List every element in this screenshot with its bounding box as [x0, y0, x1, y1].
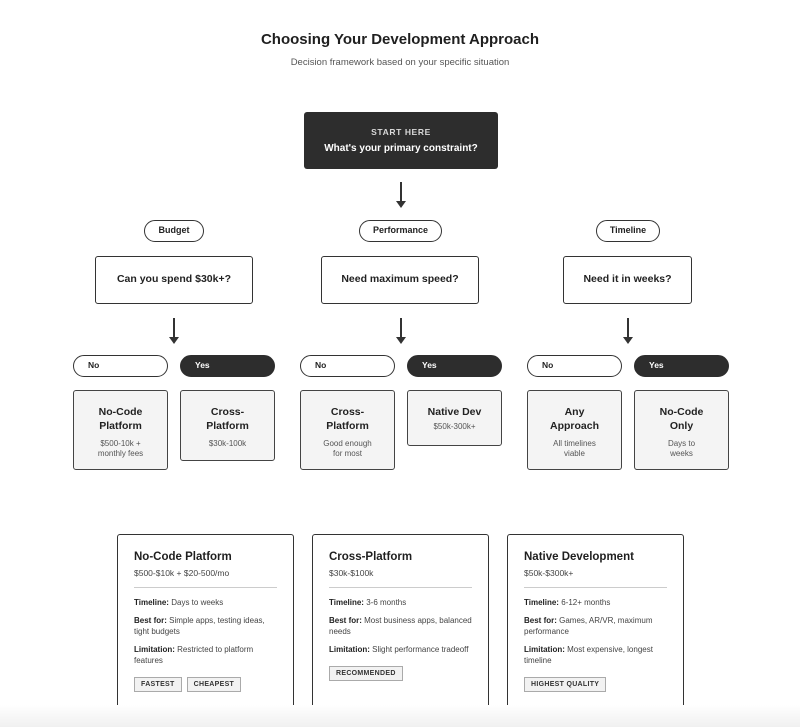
start-node: START HERE What's your primary constrain…: [304, 112, 498, 169]
result-subtext: Days to weeks: [667, 439, 696, 458]
card-best-for: Best for: Most business apps, balanced n…: [329, 616, 472, 636]
card-divider: [329, 587, 472, 588]
result-budget-yes: Cross-Platform $30k-100k: [180, 390, 275, 461]
card-best-for: Best for: Simple apps, testing ideas, ti…: [134, 616, 265, 636]
branch-label-budget: Budget: [144, 220, 204, 242]
bottom-fade: [0, 705, 800, 727]
page-title: Choosing Your Development Approach: [260, 31, 540, 48]
result-subtext: All timelines viable: [553, 439, 596, 458]
card-title: Native Development: [524, 551, 634, 563]
card-price: $30k-$100k: [329, 568, 374, 578]
card-best-for: Best for: Games, AR/VR, maximum performa…: [524, 616, 653, 636]
arrow-down-icon: [623, 318, 633, 344]
tag-badge: CHEAPEST: [186, 677, 242, 692]
result-timeline-no: Any Approach All timelines viable: [527, 390, 622, 470]
card-divider: [134, 587, 277, 588]
card-tags: FASTEST CHEAPEST: [134, 673, 277, 692]
option-yes-performance: Yes: [407, 355, 502, 377]
card-limitation: Limitation: Most expensive, longest time…: [524, 645, 653, 665]
result-performance-yes: Native Dev $50k-300k+: [407, 390, 502, 446]
card-timeline: Timeline: 6-12+ months: [524, 598, 611, 607]
arrow-down-icon: [396, 182, 406, 208]
tag-badge: RECOMMENDED: [329, 666, 403, 681]
result-title: No-Code Platform: [98, 406, 143, 432]
card-price: $500-$10k + $20-500/mo: [134, 568, 230, 578]
result-title: No-Code Only: [659, 406, 704, 432]
result-subtext: Good enough for most: [323, 439, 372, 458]
result-subtext: $30k-100k: [208, 439, 247, 448]
arrow-down-icon: [169, 318, 179, 344]
question-timeline: Need it in weeks?: [563, 256, 692, 304]
result-budget-no: No-Code Platform $500-10k + monthly fees: [73, 390, 168, 470]
option-yes-timeline: Yes: [634, 355, 729, 377]
tag-badge: HIGHEST QUALITY: [524, 677, 607, 692]
card-tags: HIGHEST QUALITY: [524, 673, 667, 692]
result-subtext: $500-10k + monthly fees: [97, 439, 144, 458]
result-subtext: $50k-300k+: [433, 422, 476, 431]
tag-badge: FASTEST: [134, 677, 182, 692]
card-price: $50k-$300k+: [524, 568, 574, 578]
result-performance-no: Cross-Platform Good enough for most: [300, 390, 395, 470]
card-divider: [524, 587, 667, 588]
option-no-timeline: No: [527, 355, 622, 377]
result-timeline-yes: No-Code Only Days to weeks: [634, 390, 729, 470]
summary-card-cross-platform: Cross-Platform $30k-$100k Timeline: 3-6 …: [312, 534, 489, 709]
card-title: Cross-Platform: [329, 551, 413, 563]
option-no-performance: No: [300, 355, 395, 377]
page-subtitle: Decision framework based on your specifi…: [290, 57, 510, 68]
card-tags: RECOMMENDED: [329, 662, 472, 681]
option-yes-budget: Yes: [180, 355, 275, 377]
arrow-down-icon: [396, 318, 406, 344]
card-limitation: Limitation: Slight performance tradeoff: [329, 645, 469, 654]
branch-label-timeline: Timeline: [596, 220, 660, 242]
card-timeline: Timeline: 3-6 months: [329, 598, 407, 607]
result-title: Any Approach: [550, 406, 600, 432]
option-no-budget: No: [73, 355, 168, 377]
card-timeline: Timeline: Days to weeks: [134, 598, 224, 607]
question-budget: Can you spend $30k+?: [95, 256, 253, 304]
card-limitation: Limitation: Restricted to platform featu…: [134, 645, 254, 665]
question-performance: Need maximum speed?: [321, 256, 479, 304]
start-question: What's your primary constraint?: [324, 143, 478, 154]
summary-card-no-code: No-Code Platform $500-$10k + $20-500/mo …: [117, 534, 294, 709]
result-title: Native Dev: [427, 406, 482, 418]
branch-label-performance: Performance: [359, 220, 442, 242]
result-title: Cross-Platform: [206, 406, 249, 432]
card-title: No-Code Platform: [134, 551, 232, 563]
summary-card-native: Native Development $50k-$300k+ Timeline:…: [507, 534, 684, 709]
result-title: Cross-Platform: [326, 406, 369, 432]
start-kicker: START HERE: [371, 127, 431, 137]
